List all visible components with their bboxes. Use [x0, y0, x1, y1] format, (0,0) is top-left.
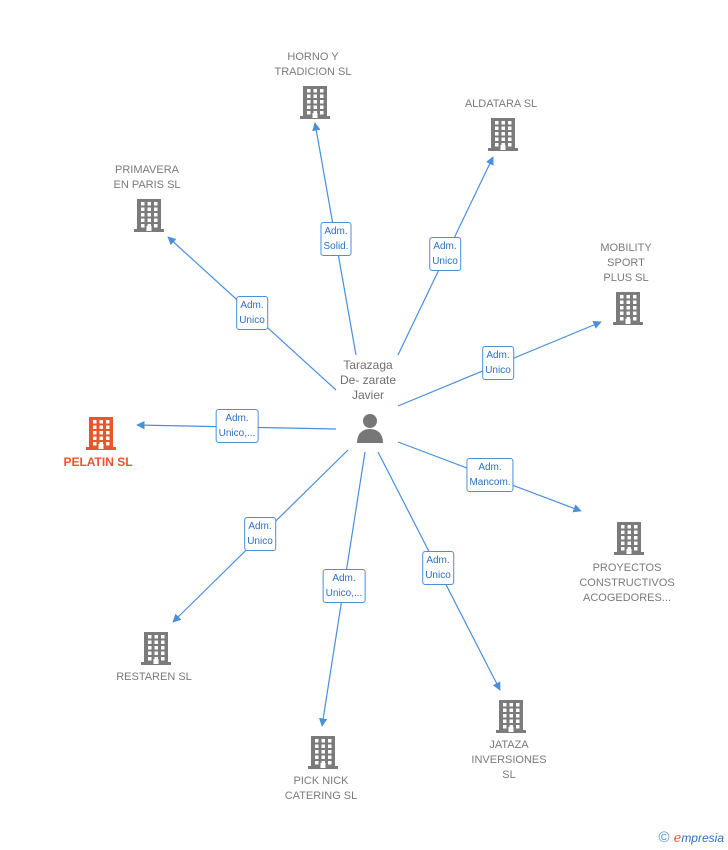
company-name-pelatin[interactable]: PELATIN SL — [63, 455, 133, 469]
company-name-aldatara[interactable]: ALDATARA SL — [464, 98, 538, 110]
company-name-primavera[interactable]: PRIMAVERA EN PARIS SL — [113, 164, 181, 191]
brand-name: mpresia — [681, 831, 724, 845]
building-icon[interactable] — [141, 631, 171, 670]
building-icon[interactable] — [614, 521, 644, 560]
copyright-symbol: © — [658, 829, 670, 846]
role-badge-pelatin[interactable]: Adm. Unico,... — [215, 409, 259, 443]
role-badge-horno[interactable]: Adm. Solid. — [320, 222, 352, 256]
company-name-jataza[interactable]: JATAZA INVERSIONES SL — [471, 739, 547, 781]
company-name-proyectos[interactable]: PROYECTOS CONSTRUCTIVOS ACOGEDORES... — [579, 562, 675, 604]
role-badge-aldatara[interactable]: Adm. Unico — [429, 237, 461, 271]
role-badge-restaren[interactable]: Adm. Unico — [244, 517, 276, 551]
footer-brand: ©empresia — [659, 829, 724, 846]
company-name-horno[interactable]: HORNO Y TRADICION SL — [274, 51, 352, 78]
building-icon[interactable] — [300, 85, 330, 124]
person-icon — [355, 412, 385, 444]
building-icon[interactable] — [86, 416, 116, 455]
role-badge-jataza[interactable]: Adm. Unico — [422, 551, 454, 585]
role-badge-proyectos[interactable]: Adm. Mancom. — [466, 458, 514, 492]
building-icon[interactable] — [496, 699, 526, 738]
role-badge-primavera[interactable]: Adm. Unico — [236, 296, 268, 330]
company-name-restaren[interactable]: RESTAREN SL — [116, 671, 192, 683]
building-icon[interactable] — [613, 291, 643, 330]
building-icon[interactable] — [308, 735, 338, 774]
building-icon[interactable] — [134, 198, 164, 237]
building-icon[interactable] — [488, 117, 518, 156]
company-name-mobility[interactable]: MOBILITY SPORT PLUS SL — [600, 242, 652, 284]
brand-initial: e — [673, 831, 682, 846]
role-badge-picknick[interactable]: Adm. Unico,... — [322, 569, 366, 603]
company-name-picknick[interactable]: PICK NICK CATERING SL — [284, 775, 358, 802]
role-badge-mobility[interactable]: Adm. Unico — [482, 346, 514, 380]
center-person-name[interactable]: Tarazaga De- zarate Javier — [339, 358, 397, 402]
